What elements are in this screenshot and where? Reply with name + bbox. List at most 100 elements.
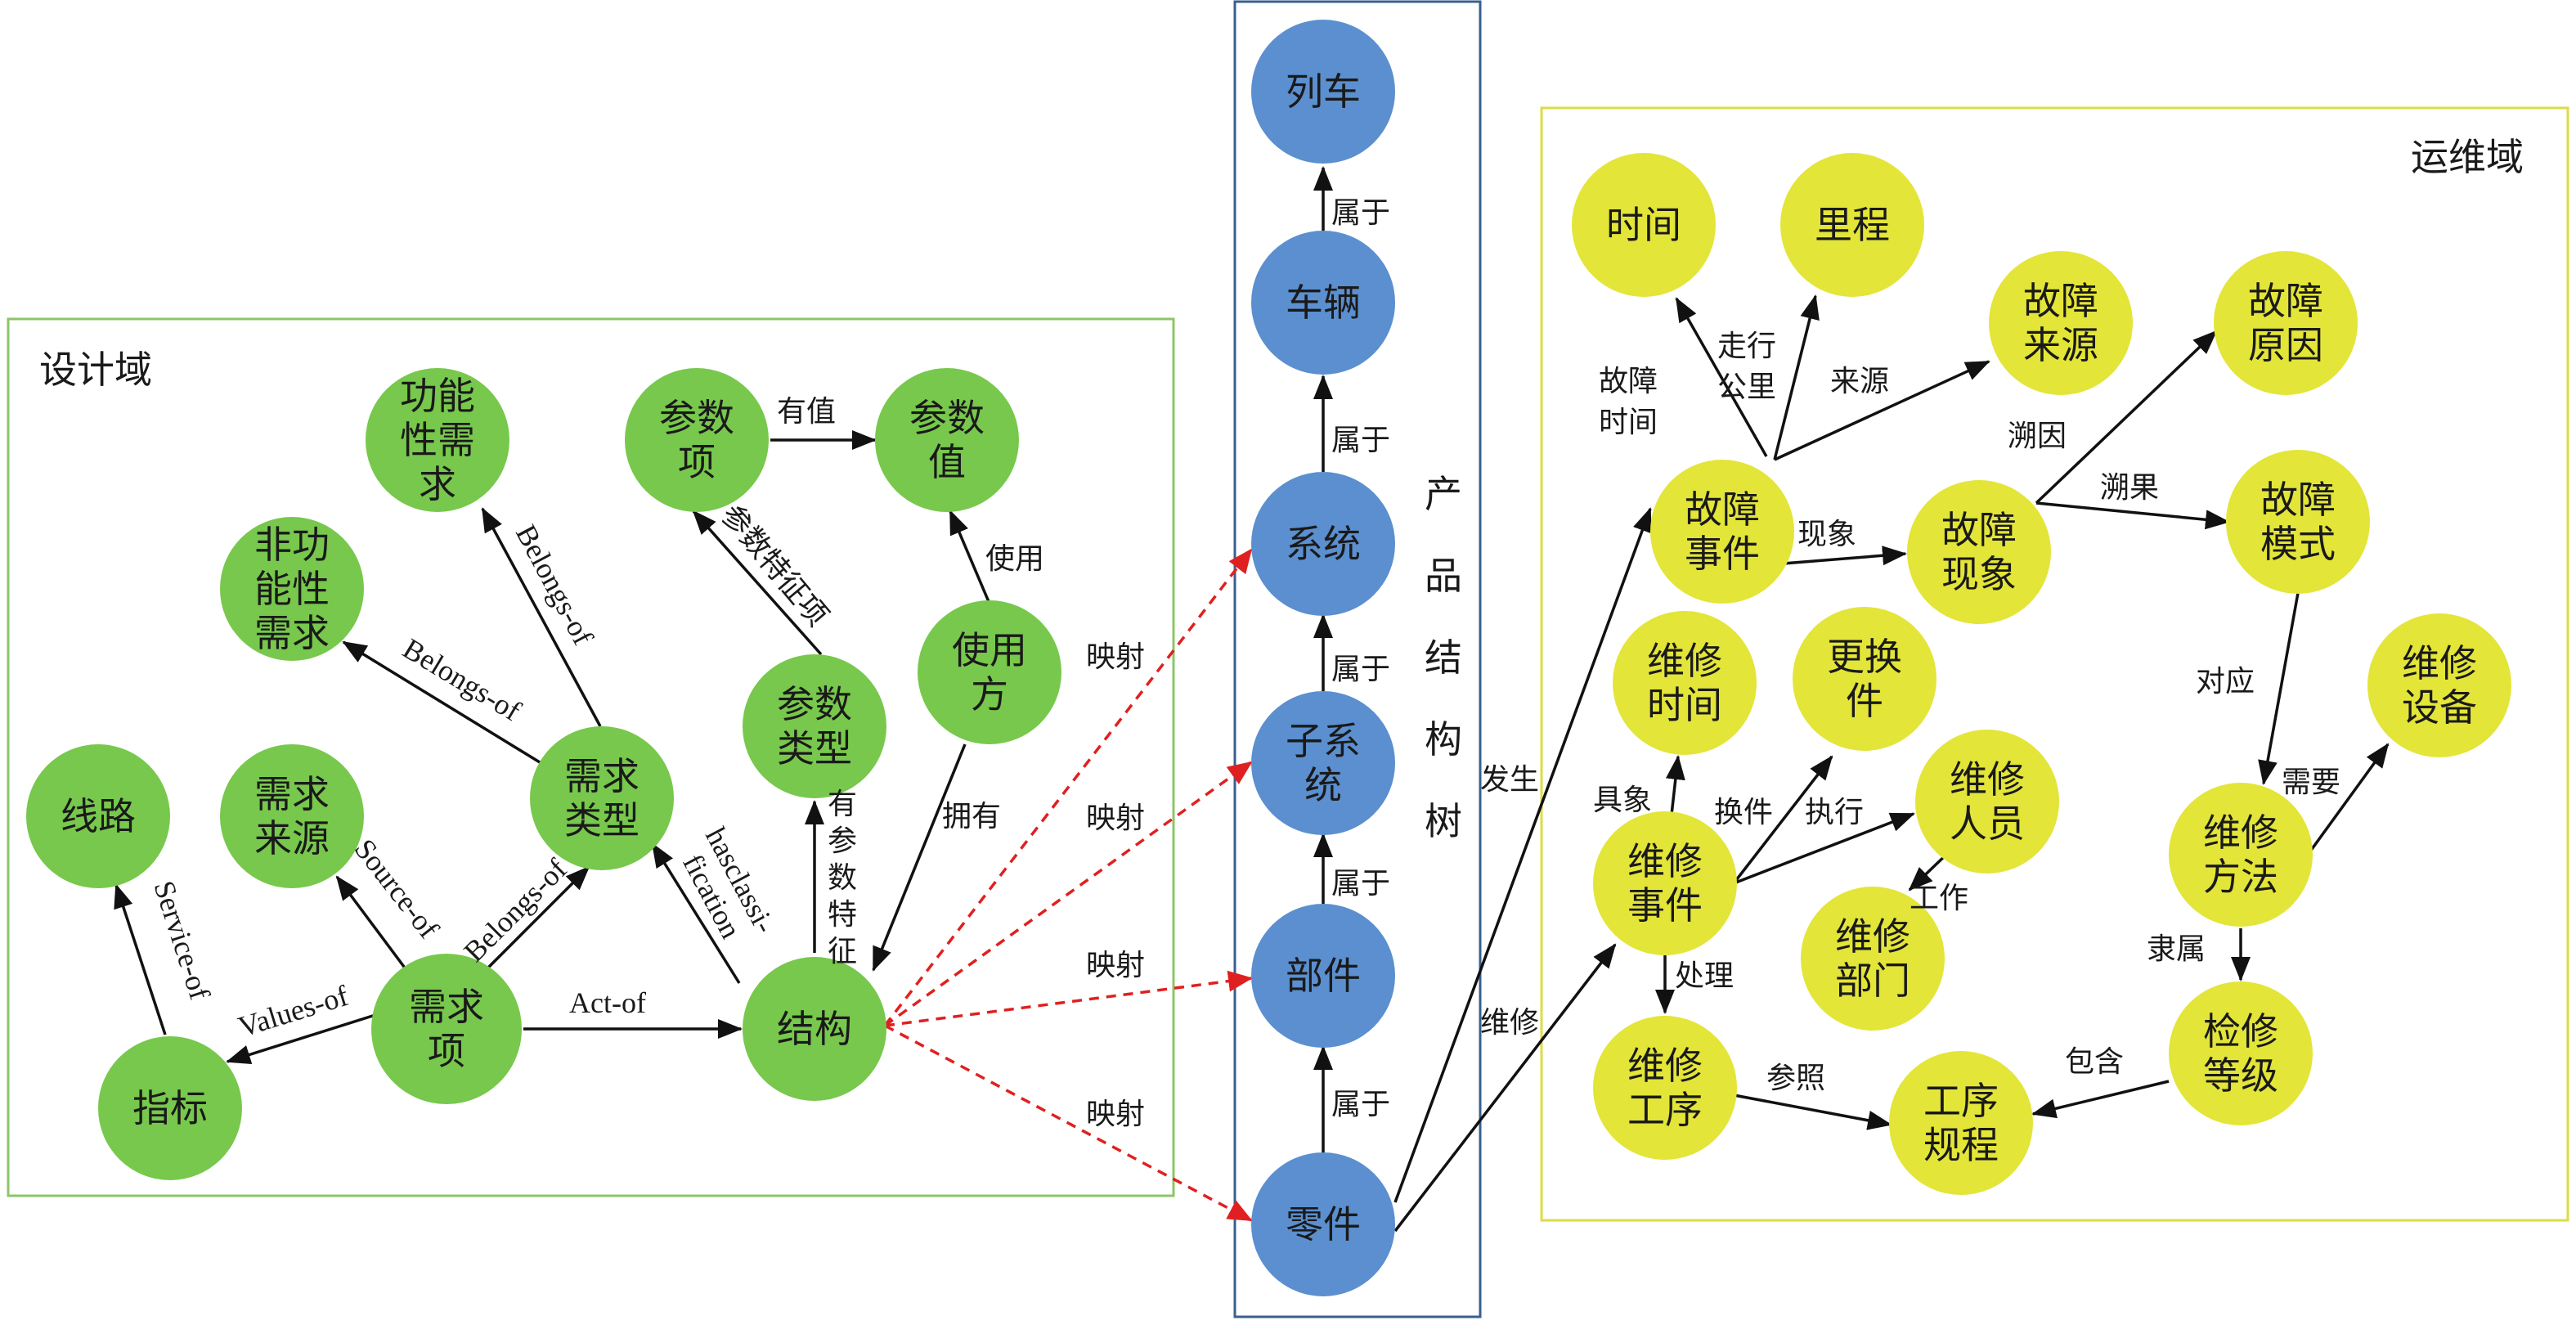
node-label: 等级 (2203, 1053, 2278, 1098)
node-circle (1907, 480, 2051, 624)
edge-label-fasheng: 发生 (1480, 763, 1539, 797)
edge-label-shuyu-1: 属于 (1331, 196, 1390, 230)
edge-label-xuyao: 需要 (2282, 766, 2340, 799)
edge-label-act-of: Act-of (569, 986, 646, 1019)
node-label: 故障 (1685, 487, 1760, 532)
node-circle (1889, 1051, 2033, 1195)
node-circle (1793, 607, 1936, 751)
edge-label-shuyu-4: 属于 (1331, 867, 1390, 901)
edge-label-line: 时间 (1599, 406, 1658, 439)
edge-label-char: 数 (828, 861, 857, 895)
product-tree-char: 结 (1425, 636, 1462, 680)
node-circle (1251, 691, 1395, 835)
node-label: 事件 (1685, 532, 1760, 576)
edge-weixiushijian-genghuanjian (1732, 755, 1833, 885)
node-label: 线路 (61, 794, 136, 838)
node-label: 车辆 (1286, 281, 1361, 325)
edge-xuqiuxiang-xuqiuleixing (481, 865, 590, 975)
ops-domain-frame (1540, 106, 2569, 1222)
edge-guzhangshijian-guzhangxianxiang (1772, 546, 1907, 566)
node-label: 列车 (1286, 70, 1361, 114)
node-circle (743, 654, 886, 798)
node-circle (918, 600, 1061, 744)
product-tree-char: 产 (1425, 472, 1462, 516)
node-circle (1251, 20, 1395, 164)
node-layer: 功能性需求非功能性需求参数项参数值使用方参数类型需求类型线路需求来源需求项结构指… (26, 20, 2511, 1296)
node-label: 规程 (1923, 1123, 1999, 1167)
edge-label-duiying: 对应 (2196, 665, 2255, 698)
node-label: 项 (678, 440, 716, 484)
node-label: 类型 (777, 726, 852, 770)
node-circle (1593, 811, 1737, 955)
edge-label-xianxiang: 现象 (1797, 518, 1856, 551)
node-label: 维修 (2402, 641, 2477, 685)
edge-label-shuyu-3: 属于 (1331, 653, 1390, 686)
edge-label-belongs-of-xuqiuleixing: Belongs-of (457, 852, 572, 968)
ops-node-shijian: 时间 (1572, 153, 1716, 297)
node-circle (625, 368, 769, 512)
edge-label-shuyu-5: 属于 (1331, 1088, 1390, 1121)
node-label: 故障 (2248, 279, 2323, 323)
node-circle (2214, 251, 2358, 395)
design-node-jiegou: 结构 (743, 957, 886, 1101)
mapping-edge-layer (883, 548, 1253, 1222)
product-node-bujian: 部件 (1251, 904, 1395, 1048)
node-circle (1989, 251, 2133, 395)
edge-guzhangshijian-licheng (1773, 294, 1820, 460)
edge-label-service-of: Service-of (147, 877, 216, 1004)
node-label: 故障 (2260, 478, 2336, 522)
edge-label-hasclassification: hasclassi- fication (676, 822, 782, 944)
edge-label-laiyuan: 来源 (1830, 365, 1889, 398)
node-label: 非功 (254, 523, 330, 567)
product-tree-label: 产 品 结 构 树 (1425, 472, 1462, 843)
node-label: 时间 (1606, 203, 1681, 247)
edge-label-values-of: Values-of (235, 979, 352, 1044)
node-label: 故障 (1941, 508, 2017, 552)
edge-label-char: 征 (828, 935, 857, 968)
design-node-shiyongfang: 使用方 (918, 600, 1061, 744)
node-label: 使用 (952, 628, 1027, 672)
edge-shiyongfang-jiegou (872, 743, 967, 972)
node-label: 参数 (777, 682, 852, 726)
edge-label-gongzuo: 工作 (1910, 882, 1968, 915)
node-label: 故障 (2023, 279, 2098, 323)
design-node-xuqiuxiang: 需求项 (371, 954, 522, 1104)
node-circle (1780, 153, 1924, 297)
node-label: 参数 (909, 396, 985, 440)
edge-guzhangshijian-shijian (1675, 297, 1768, 457)
edge-label-line: 走行 (1717, 330, 1776, 363)
design-node-canshuzhi: 参数值 (875, 368, 1019, 512)
mapping-edge-jiegou-xitong (883, 548, 1253, 1027)
node-label: 里程 (1815, 203, 1890, 247)
node-label: 需求 (409, 985, 484, 1029)
mapping-edge-jiegou-lingjian (884, 1024, 1253, 1222)
node-circle (2367, 613, 2511, 757)
node-label: 方 (971, 672, 1008, 716)
node-label: 检修 (2203, 1009, 2278, 1053)
edge-weixiugongxu-gongxuguicheng (1729, 1093, 1892, 1130)
edge-label-source-of: Source-of (348, 833, 446, 944)
node-label: 参数 (659, 396, 734, 440)
node-label: 工序 (1923, 1079, 1999, 1123)
product-domain-frame (1233, 0, 1482, 1318)
node-label: 时间 (1647, 683, 1722, 727)
node-label: 维修 (1647, 639, 1722, 683)
edge-xuqiuleixing-feigongneng (342, 640, 541, 764)
node-circle (2169, 783, 2313, 927)
edge-label-baohan: 包含 (2065, 1045, 2124, 1079)
node-label: 结构 (777, 1007, 852, 1051)
edge-label-canshutezhengxiang: 参数特征项 (714, 498, 834, 632)
product-tree-char: 树 (1425, 799, 1462, 843)
